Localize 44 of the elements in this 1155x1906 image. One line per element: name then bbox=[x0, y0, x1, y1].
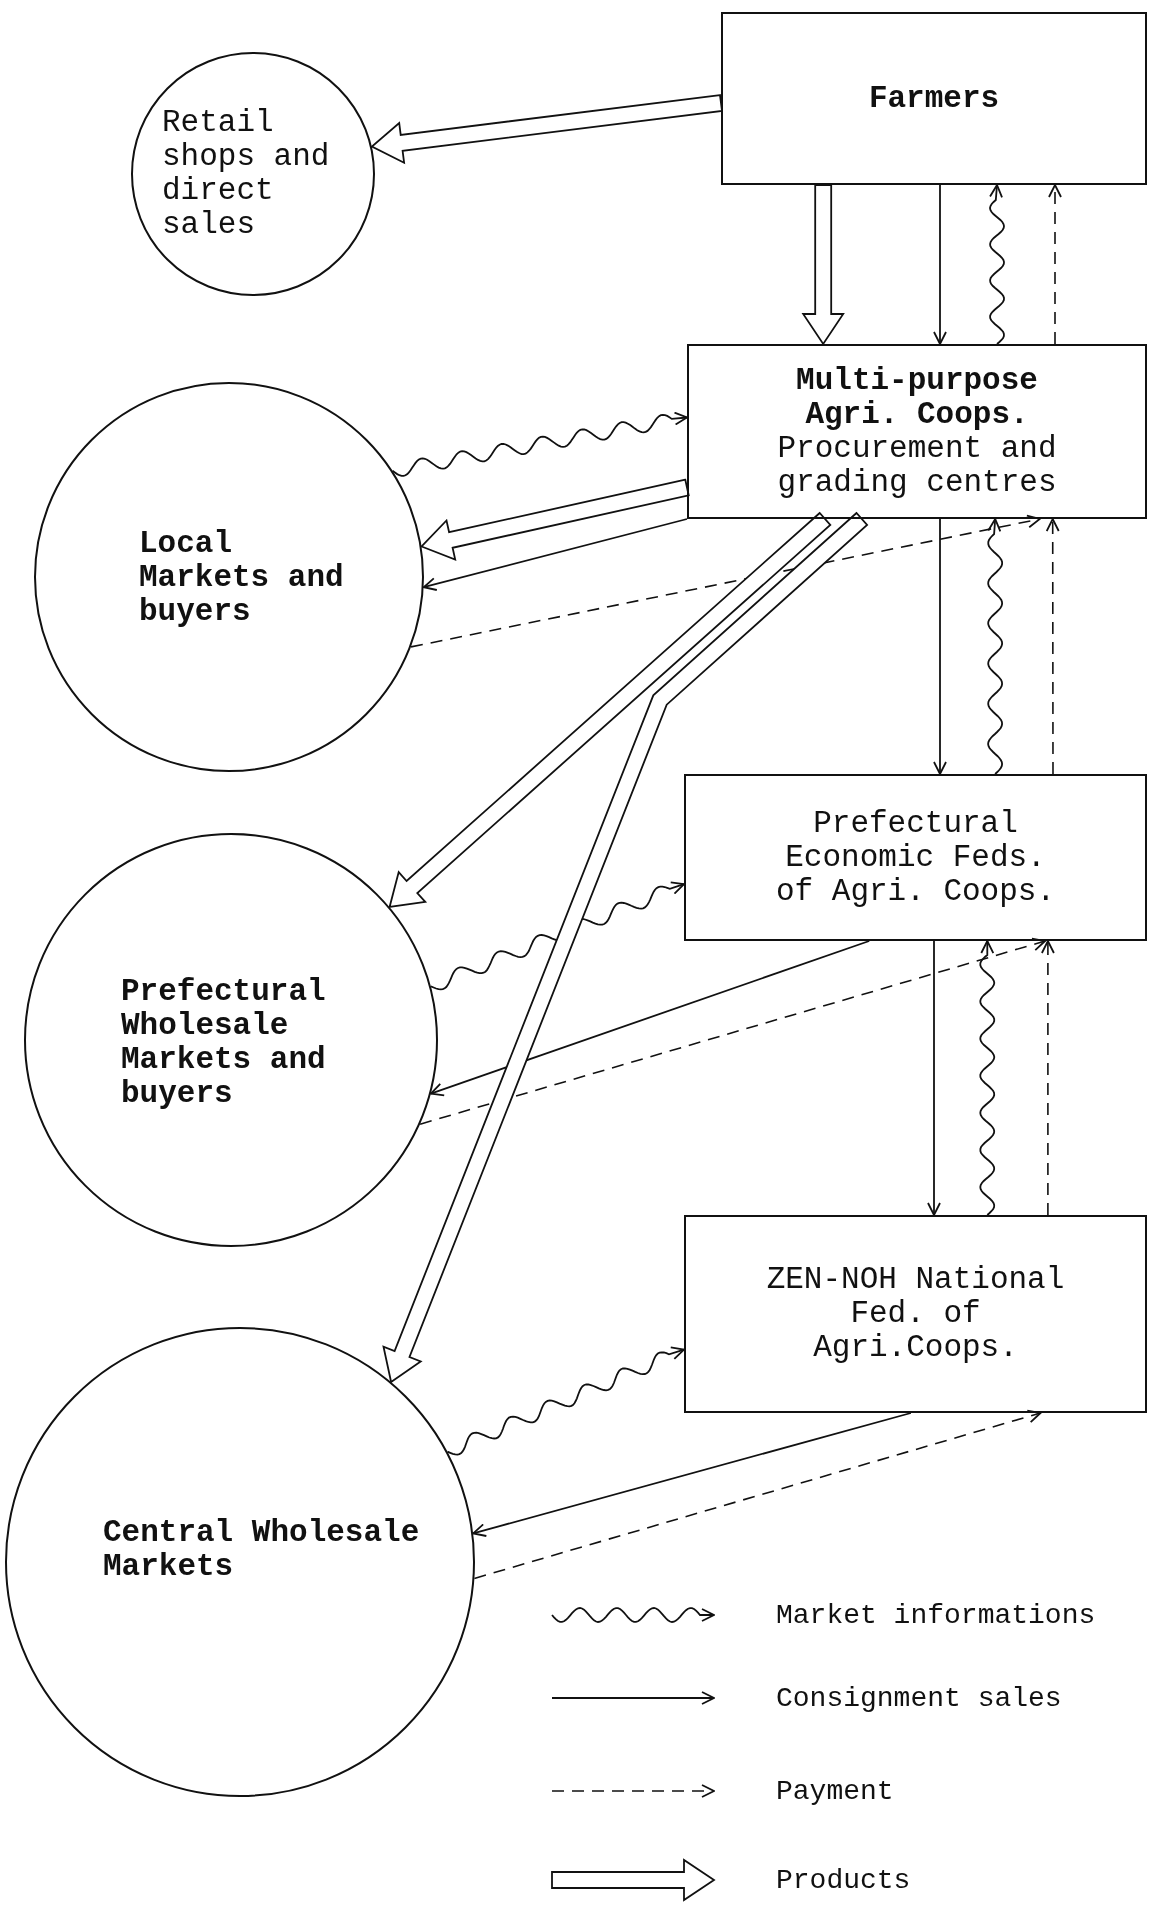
organization-box bbox=[684, 1215, 1147, 1413]
node-label: Prefectural Economic Feds. of Agri. Coops. bbox=[775, 806, 1056, 909]
node-label: Farmers bbox=[867, 81, 1001, 116]
organization-box bbox=[684, 774, 1147, 941]
dashed-arrow bbox=[1041, 940, 1055, 1216]
market-circle bbox=[24, 833, 438, 1247]
dashed-arrow bbox=[1045, 518, 1060, 775]
market-circle bbox=[5, 1327, 475, 1797]
legend-label: Products bbox=[776, 1864, 911, 1896]
node-label: Prefectural Wholesale Markets and buyers bbox=[121, 975, 327, 1111]
node-label: Procurement and grading centres bbox=[776, 431, 1058, 500]
organization-box bbox=[721, 12, 1147, 185]
node-label: Central Wholesale Markets bbox=[103, 1516, 421, 1584]
node-label: Retail shops and direct sales bbox=[162, 106, 331, 242]
wavy-arrow bbox=[987, 518, 1003, 775]
wavy-arrow bbox=[989, 184, 1005, 345]
hollow-arrow bbox=[370, 94, 723, 165]
market-circle bbox=[34, 382, 424, 772]
dashed-arrow bbox=[410, 514, 1041, 648]
dashed-arrow bbox=[473, 1409, 1042, 1580]
wavy-arrow bbox=[446, 1346, 685, 1456]
node-label: Local Markets and buyers bbox=[139, 527, 345, 629]
arrow bbox=[472, 1412, 912, 1537]
hollow-arrow bbox=[388, 511, 832, 908]
dashed-arrow bbox=[419, 937, 1046, 1125]
wavy-arrow bbox=[979, 940, 996, 1216]
hollow-arrow bbox=[801, 184, 845, 346]
arrow bbox=[927, 940, 941, 1216]
dashed-arrow bbox=[1048, 184, 1062, 345]
arrow bbox=[933, 518, 947, 775]
hollow-arrow bbox=[382, 511, 869, 1384]
arrow bbox=[422, 518, 688, 591]
arrow bbox=[430, 940, 871, 1097]
node-label: ZEN-NOH National Fed. of Agri.Coops. bbox=[765, 1263, 1066, 1365]
organization-box bbox=[687, 344, 1147, 519]
legend-label: Consignment sales bbox=[776, 1682, 1062, 1714]
legend-label: Market informations bbox=[776, 1599, 1096, 1631]
market-circle bbox=[131, 52, 375, 296]
wavy-arrow bbox=[391, 411, 688, 477]
wavy-arrow bbox=[430, 881, 685, 991]
node-label: Multi-purpose Agri. Coops. bbox=[795, 363, 1039, 432]
arrow bbox=[933, 184, 947, 345]
hollow-arrow bbox=[420, 478, 690, 561]
legend-label: Payment bbox=[776, 1775, 894, 1807]
